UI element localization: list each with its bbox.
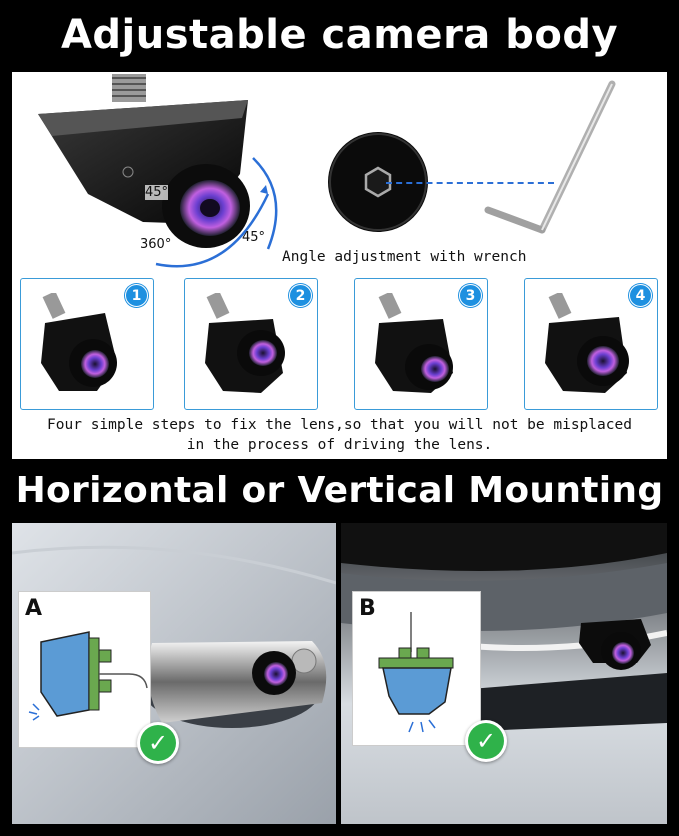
banner-adjustable-title: Adjustable camera body	[60, 12, 619, 58]
inset-diagram-a: A	[18, 591, 151, 748]
camera-body-icon	[38, 74, 278, 268]
angle-side-label: 45°	[242, 230, 266, 245]
option-label-b: B	[359, 596, 376, 621]
option-label-a: A	[25, 596, 43, 621]
step-camera-icon	[205, 293, 285, 393]
adjustment-panel: 45° 360° 45° Angle adjustment with wrenc…	[12, 72, 667, 459]
step-card-3: 3	[354, 278, 488, 410]
step-camera-icon	[545, 293, 629, 393]
step-card-1: 1	[20, 278, 154, 410]
horizontal-mount-diagram	[28, 631, 148, 721]
steps-caption-line1: Four simple steps to fix the lens,so tha…	[47, 417, 632, 433]
angle-rotation-label: 360°	[140, 237, 172, 252]
step-card-4: 4	[524, 278, 658, 410]
guide-line	[386, 182, 554, 184]
step-badge-4: 4	[629, 284, 652, 307]
step-card-2: 2	[184, 278, 318, 410]
check-icon: ✓	[465, 720, 507, 762]
step-badge-1: 1	[125, 284, 148, 307]
check-mark-a: ✓	[140, 725, 176, 761]
check-icon: ✓	[137, 722, 179, 764]
angle-top-label: 45°	[145, 185, 169, 200]
allen-wrench-icon	[484, 80, 616, 234]
step-badge-3: 3	[459, 284, 482, 307]
step-badge-2: 2	[289, 284, 312, 307]
vertical-mount-photo: B ✓	[341, 523, 667, 824]
steps-caption-line2: in the process of driving the lens.	[186, 437, 493, 453]
vertical-mount-diagram	[378, 612, 454, 733]
banner-mounting-title: Horizontal or Vertical Mounting	[15, 470, 664, 511]
step-camera-icon	[41, 293, 117, 391]
horizontal-mount-photo: A ✓	[12, 523, 336, 824]
inset-diagram-b: B	[352, 591, 481, 746]
angle-adjustment-caption: Angle adjustment with wrench	[282, 249, 527, 265]
step-camera-icon	[375, 293, 453, 393]
check-mark-b: ✓	[468, 723, 504, 759]
